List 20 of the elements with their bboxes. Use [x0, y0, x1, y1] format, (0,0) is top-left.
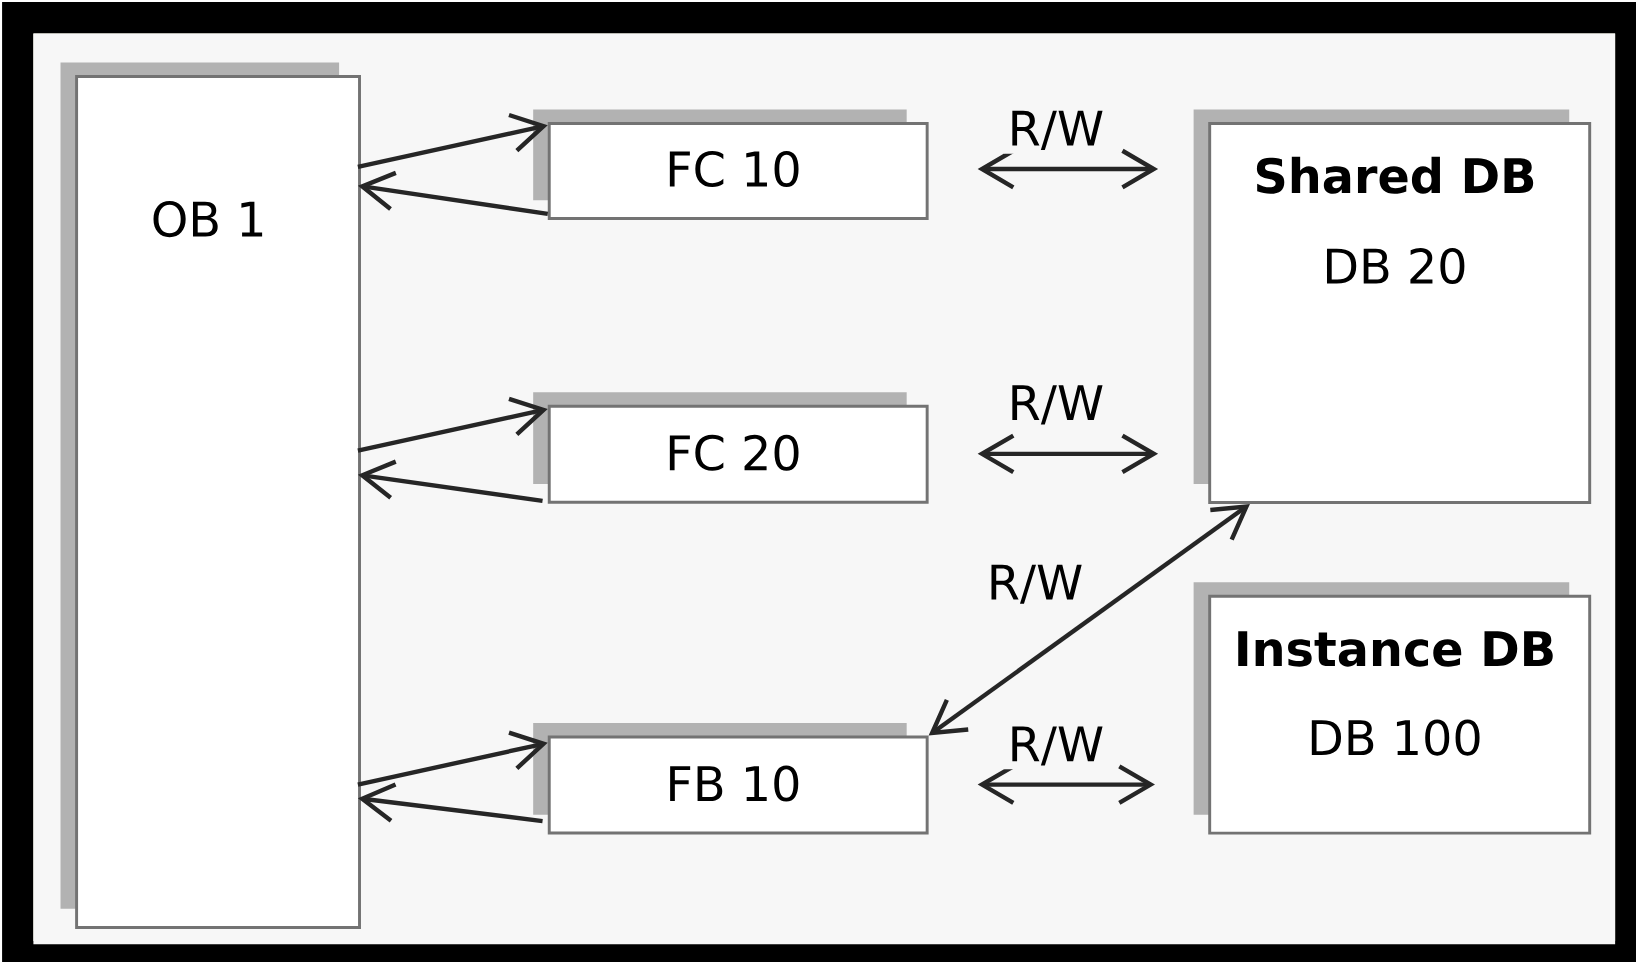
- edge-label: R/W: [1004, 107, 1108, 154]
- arrow: [357, 782, 543, 824]
- arrow: [357, 396, 548, 453]
- arrow: [357, 112, 548, 170]
- database-box: Shared DB DB 20: [1193, 109, 1592, 504]
- block-box: OB 1: [60, 62, 361, 929]
- arrow: [928, 503, 1250, 736]
- edge-label: R/W: [1004, 381, 1108, 429]
- edge-label: R/W: [983, 561, 1087, 608]
- arrow: [977, 148, 1159, 190]
- block-box: FC 20: [533, 392, 929, 504]
- arrow: [977, 764, 1155, 805]
- block-box: FC 10: [533, 109, 929, 220]
- arrow: [977, 433, 1159, 475]
- block-box: FB 10: [533, 723, 929, 835]
- arrow: [357, 459, 543, 503]
- arrow: [357, 730, 548, 787]
- database-box: Instance DB DB 100: [1193, 582, 1592, 835]
- arrow: [357, 170, 549, 217]
- edge-label: R/W: [1004, 722, 1108, 770]
